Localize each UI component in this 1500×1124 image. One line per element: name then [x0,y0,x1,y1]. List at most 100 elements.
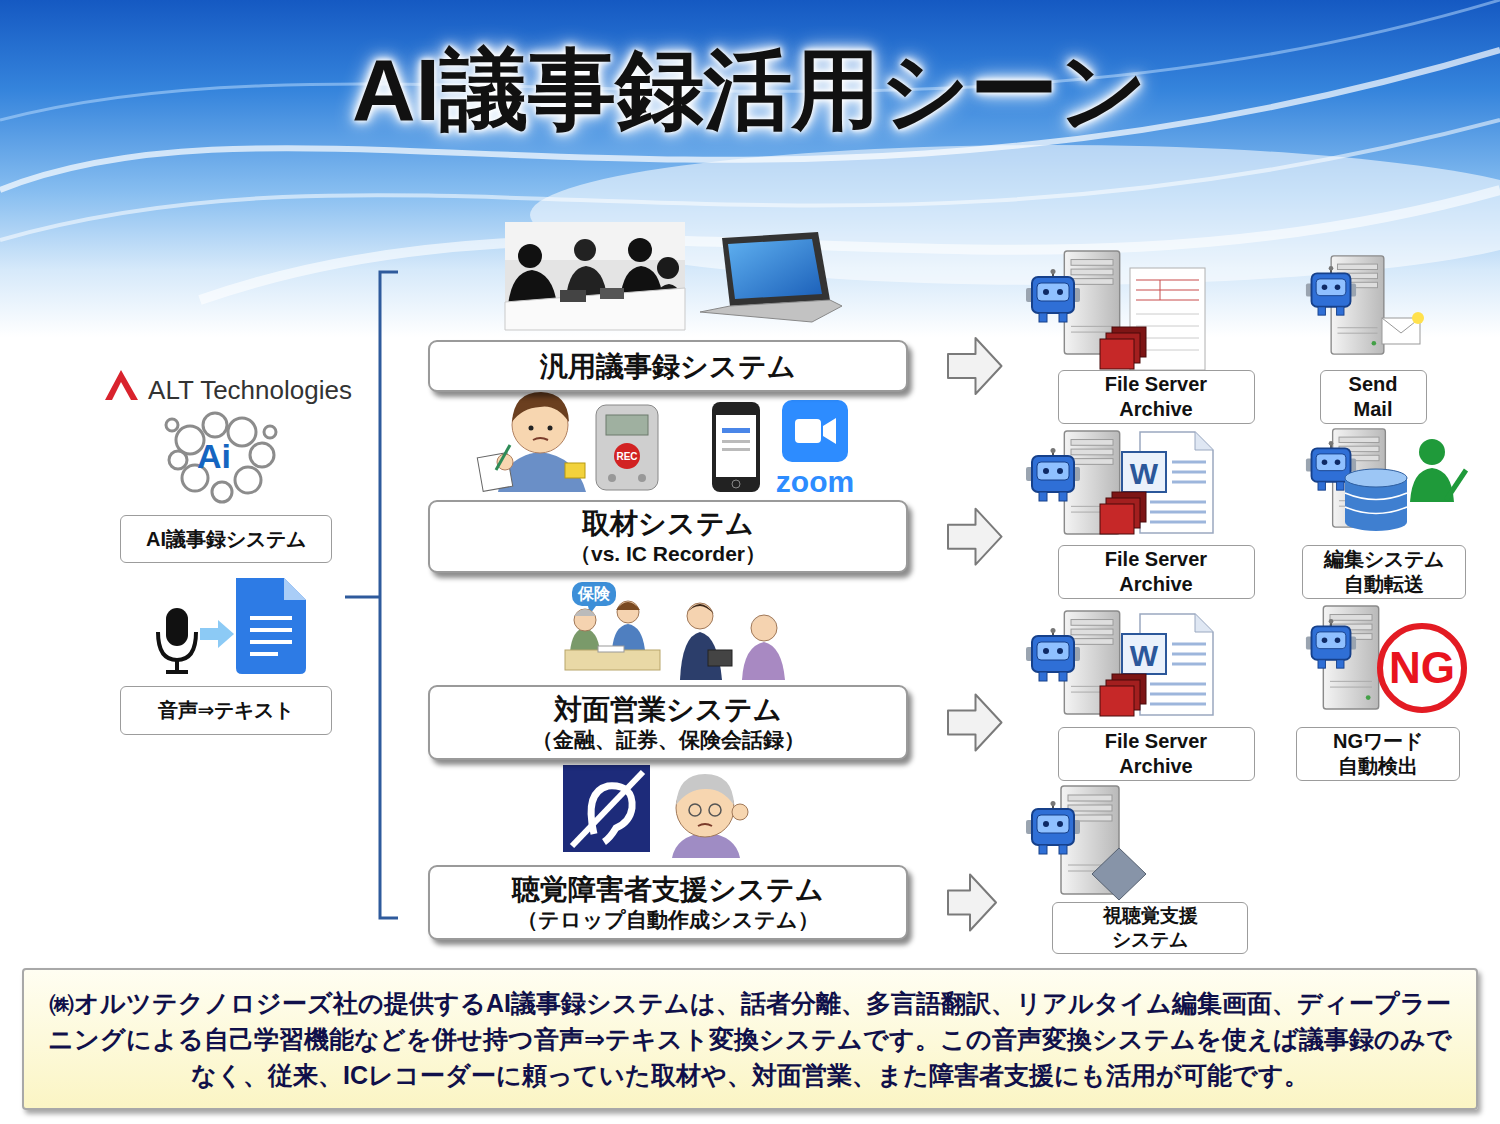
node-title: 聴覚障害者支援システム [512,872,824,907]
process-box: 対面営業システム（金融、証券、保険会話録） [428,685,908,760]
hearing-symbol [563,765,650,852]
server-row-2 [1345,493,1407,500]
device-label: REC [616,451,637,462]
document-icon [236,578,306,674]
ai-brain-icon [166,419,178,431]
node-title: 編集システム 自動転送 [1314,547,1454,597]
document-icon [250,618,292,654]
smartphone-icon [722,440,750,443]
reporter-illustration [533,438,548,440]
ng-mark: NG [1389,644,1455,692]
alt-logo-mark [105,370,138,400]
elderly-illustration [676,774,734,805]
meeting-photo [560,290,586,302]
server-row-2 [1345,469,1407,487]
smartphone-icon [712,402,760,492]
ic-recorder-icon [614,443,640,469]
caption-panel: ㈱オルツテクノロジーズ社の提供するAI議事録システムは、話者分離、多言語翻訳、リ… [22,968,1478,1110]
server-row-1 [1136,290,1199,291]
node-title: File Server Archive [1076,729,1236,779]
ai-brain-icon [228,418,256,446]
sales-illustration [751,615,777,641]
output-box: File Server Archive [1058,545,1255,599]
bracket [345,596,380,599]
bracket [345,272,398,918]
sales-illustration [574,609,596,616]
reporter-illustration [512,392,569,422]
sales-illustration [598,646,624,652]
ai-brain-icon [212,482,232,502]
page-title: AI議事録活用シーン [0,42,1500,139]
ai-brain-icon [169,451,187,469]
ai-brain-icon [166,413,276,502]
server-row-1 [1026,251,1424,370]
output-box: File Server Archive [1058,370,1255,424]
output-box: 視聴覚支援 システム [1052,902,1248,954]
node-title: 音声⇒テキスト [158,698,295,723]
sales-illustration [708,650,732,666]
zoom-icon [782,400,848,462]
document-icon [250,616,292,620]
hearing-symbol [572,772,643,846]
ai-brain-icon [235,467,261,493]
sales-illustration [572,582,616,606]
server-row-1 [1026,269,1080,322]
smartphone-icon [716,415,756,477]
reporter-illustration [477,453,512,492]
ai-brain-icon [264,426,276,438]
hearing-symbol [591,786,632,842]
smartphone-icon [722,428,750,433]
block-arrow [948,875,996,931]
server-row-1 [1136,280,1199,281]
server-row-4 [1026,801,1080,854]
document-icon [284,578,306,600]
smartphone-icon [722,448,750,451]
process-box: 汎用議事録システム [428,340,908,392]
node-title: NGワード 自動検出 [1308,729,1448,779]
meeting-photo [505,222,685,330]
meeting-photo [657,257,679,279]
node-subtitle: （金融、証券、保険会話録） [532,727,805,753]
ic-recorder-icon [638,474,646,482]
document-icon [236,578,306,674]
server-row-1 [1136,326,1199,327]
process-box: 聴覚障害者支援システム（テロップ自動作成システム） [428,865,908,940]
microphone-icon [158,608,234,672]
microphone-icon [158,632,196,660]
sales-illustration [687,603,713,629]
server-row-1 [1100,327,1146,369]
meeting-photo [518,244,542,268]
zoom-icon [795,419,821,443]
node-title: AI議事録システム [146,527,306,552]
node-title: 対面営業システム [554,692,782,727]
meeting-photo [600,288,624,299]
output-box: 編集システム 自動転送 [1302,545,1466,599]
ic-recorder-icon [608,474,616,482]
server-row-2 [1345,507,1407,514]
node-title: 汎用議事録システム [540,349,796,384]
block-arrow [948,338,1002,394]
bubble-label: 保険 [578,585,610,603]
laptop-icon [700,232,842,322]
server-row-2 [1026,448,1080,501]
meeting-photo [505,222,685,330]
server-row-3 [1380,626,1464,710]
ai-brain-icon [203,413,227,437]
server-row-4 [1026,786,1146,900]
bracket [380,272,398,918]
icon-letter: W [1130,457,1158,490]
elderly-illustration [709,804,721,816]
server-row-1 [1412,312,1424,324]
ai-brain-icon [250,443,274,467]
zoom-icon [823,418,836,444]
process-box: 取材システム（vs. IC Recorder） [428,500,908,573]
reporter-illustration [496,445,510,470]
sales-illustration [570,628,600,652]
server-row-2 [1026,429,1466,534]
server-row-1 [1160,280,1161,300]
server-row-2 [1100,492,1146,534]
server-row-2 [1446,470,1466,500]
sales-illustration [617,601,639,623]
server-row-1 [1136,300,1199,301]
